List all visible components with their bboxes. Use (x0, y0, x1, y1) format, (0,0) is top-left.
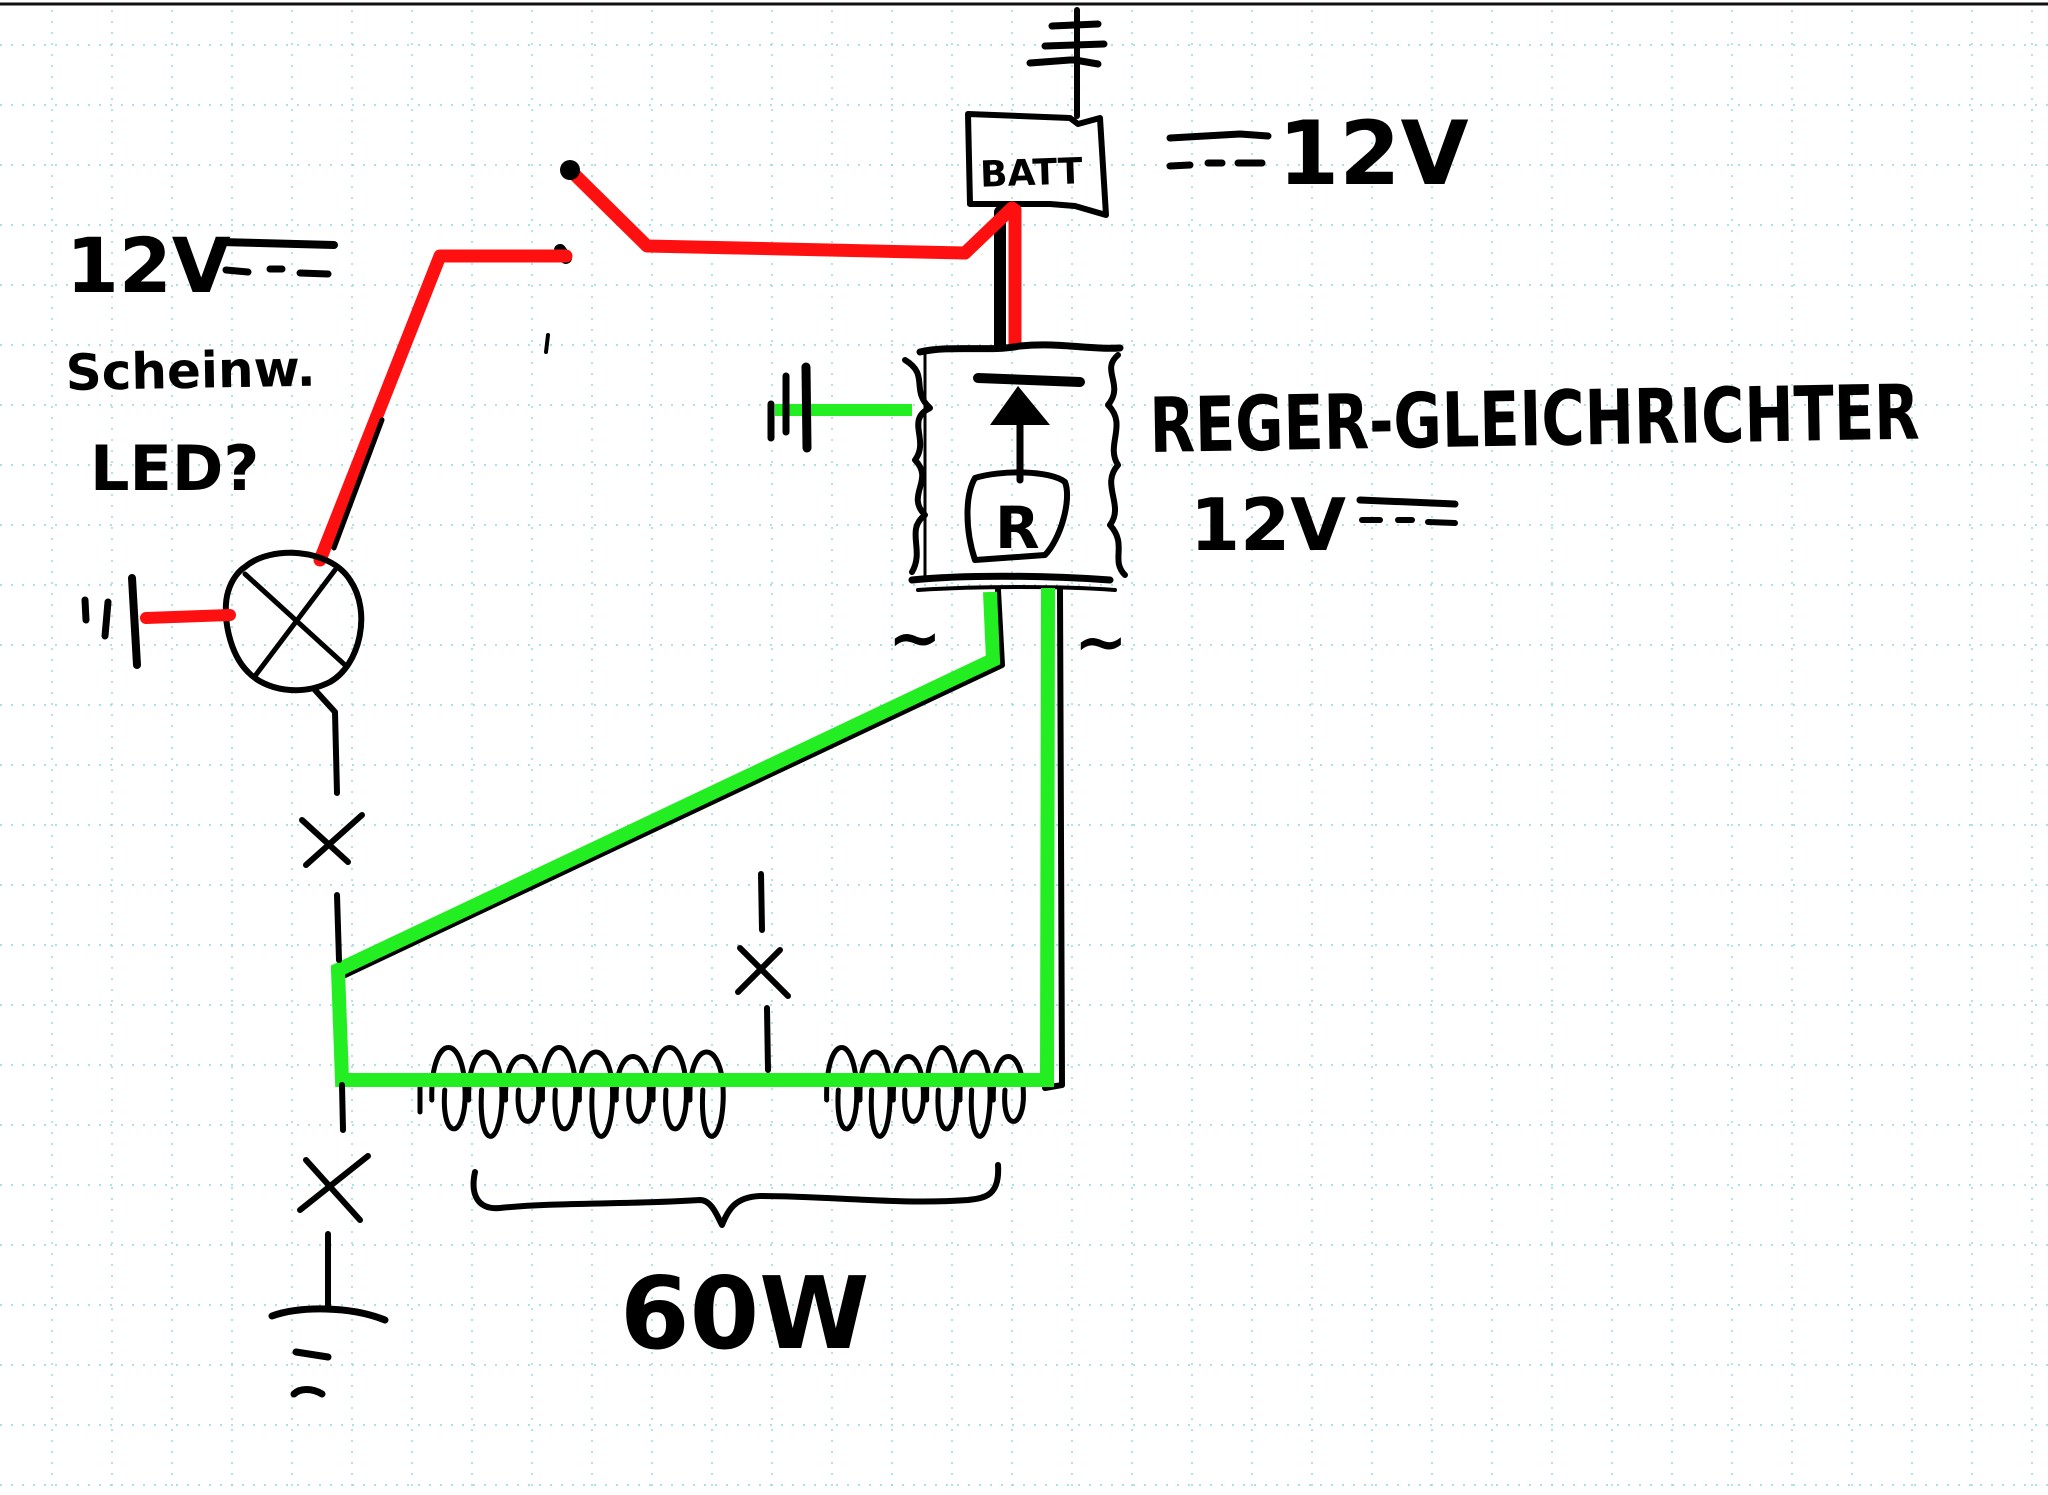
headlight-question: LED? (90, 432, 259, 505)
battery-terminal-bar-3 (1026, 56, 1102, 68)
regulator-name: REGER-GLEICHRICHTER (1149, 368, 1920, 470)
break-mark-lower-2 (297, 1153, 371, 1213)
grid-paper (0, 10, 2048, 1495)
lamp-cross-2 (252, 567, 338, 679)
regulator-dc-dash-3 (1425, 519, 1458, 526)
regulator-left-wavy (902, 357, 933, 575)
headlight-text: Scheinw. (65, 340, 316, 402)
battery-label: BATT (979, 151, 1083, 196)
dc-symbol-dash-1 (1166, 161, 1194, 170)
battery-box (965, 111, 1109, 218)
regulator-inner-letter: R (995, 494, 1040, 562)
ac-wire-loop (330, 587, 1055, 1087)
regulator-bottom-edge (908, 572, 1114, 584)
center-break-mark-1 (737, 945, 791, 999)
battery-terminal-bar-1 (1048, 20, 1102, 30)
chain-segment-1 (334, 892, 342, 963)
regulator-ground-plate-1 (801, 362, 812, 453)
center-tap (735, 871, 791, 1073)
center-break-mark-2 (735, 947, 783, 995)
regulator-top-edge (916, 341, 1124, 356)
break-mark-upper-2 (303, 812, 365, 868)
regulator-rectifier: R ~ ~ (767, 341, 1128, 680)
battery-voltage-label: 12V (1166, 102, 1469, 205)
ac-input-right: ~ (1074, 606, 1128, 680)
battery: BATT (965, 7, 1109, 218)
positive-wiring (313, 160, 1022, 567)
lamp-ground-wire (140, 609, 236, 624)
regulator-r-enclosure (964, 469, 1071, 563)
lamp-ground-plate-3 (81, 596, 90, 624)
lamp-ground-plate-1 (128, 574, 141, 669)
ac-input-left: ~ (888, 602, 942, 676)
coil-power: 60W (620, 1255, 869, 1372)
center-tap-lower (764, 1005, 771, 1073)
headlight-lamp (81, 549, 365, 796)
battery-terminal-bar-2 (1041, 40, 1108, 50)
regulator-bottom-edge-2 (916, 585, 1117, 592)
ground-bar-1 (268, 1305, 389, 1324)
lamp-ground-plate-2 (101, 598, 112, 640)
left-dc-solid (216, 238, 338, 249)
regulator-dc-solid (1356, 496, 1459, 508)
stator-coils (417, 1045, 1026, 1139)
coil-winding-right (824, 1045, 1026, 1139)
dc-symbol-solid (1166, 130, 1272, 142)
regulator-labels: REGER-GLEICHRICHTER 12V (1149, 368, 1920, 567)
regulator-voltage: 12V (1190, 483, 1346, 567)
left-chain (268, 812, 389, 1398)
chain-segment-2 (339, 1082, 346, 1133)
lamp-down-lead (312, 687, 340, 796)
break-mark-upper-1 (299, 817, 351, 865)
left-dc-dash-1 (222, 266, 252, 276)
coil-power-annotation: 60W (470, 1162, 1002, 1372)
regulator-right-wavy (1105, 352, 1128, 578)
ground-bar-2 (292, 1348, 332, 1361)
ink-speck (544, 333, 550, 354)
switch-to-lamp-wire (313, 249, 573, 567)
ac-wiring-ink (342, 587, 1065, 1091)
left-dc-dash-3 (296, 269, 332, 278)
switch-to-lamp-shadow (331, 417, 385, 551)
headlight-labels: 12V Scheinw. LED? (65, 221, 338, 505)
center-tap-upper (758, 871, 765, 933)
break-mark-lower-1 (303, 1157, 363, 1223)
ground-bar-3 (290, 1386, 326, 1398)
coil-brace (470, 1162, 1002, 1228)
lamp-circle (222, 549, 365, 694)
switch-contact-top (560, 160, 580, 180)
diode-bar (973, 373, 1085, 387)
battery-voltage: 12V (1278, 102, 1469, 205)
left-voltage: 12V (66, 221, 231, 310)
coil-winding-left (429, 1045, 726, 1139)
ac-wiring (330, 587, 1055, 1087)
battery-to-switch-wire (565, 165, 1019, 260)
ac-ink-left (342, 587, 1005, 978)
